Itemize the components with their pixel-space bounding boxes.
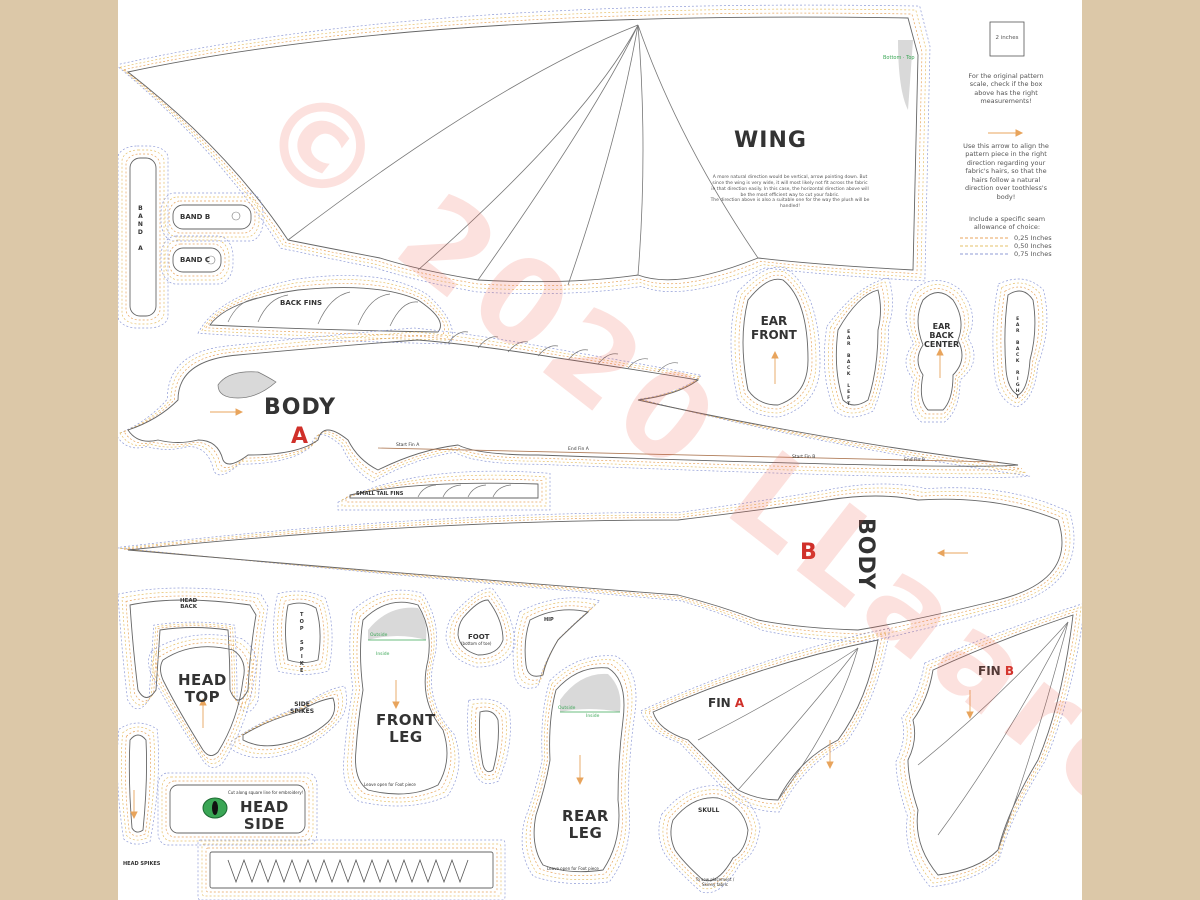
band-b-piece — [172, 204, 252, 230]
body-a-piece — [118, 328, 1030, 482]
end-fin-a-label: End Fin A — [568, 447, 589, 452]
head-back-label: HEAD BACK — [180, 598, 198, 611]
body-b-piece — [118, 484, 1074, 642]
head-side-note: Cut along square line for embroidery! — [228, 790, 304, 795]
fin-b-letter: B — [1004, 664, 1015, 678]
fin-b-word: FIN — [978, 664, 1001, 678]
rear-leg-outside-label: Outside — [558, 706, 576, 711]
body-a-letter: A — [291, 424, 310, 449]
start-fin-a-label: Start Fin A — [396, 443, 420, 448]
seam-option-large: 0,75 Inches — [1014, 250, 1052, 258]
scale-note: For the original pattern scale, check if… — [968, 72, 1044, 106]
band-a-label: BAND A — [136, 205, 144, 253]
skull-piece — [670, 797, 749, 882]
start-fin-b-label: Start Fin B — [792, 455, 816, 460]
seam-option-mid: 0,50 Inches — [1014, 242, 1052, 250]
head-top-piece — [160, 646, 245, 756]
foot-label: FOOT — [468, 633, 490, 641]
small-spike-piece — [478, 710, 499, 773]
rear-leg-note: Leave open for Foot piece — [547, 866, 599, 871]
head-spikes-piece — [128, 734, 148, 833]
head-top-label: HEAD TOP — [178, 671, 227, 707]
grain-arrows — [130, 347, 974, 820]
pattern-artwork — [118, 0, 1082, 900]
small-tail-fins-label: SMALL TAIL FINS — [356, 491, 404, 497]
band-a-piece — [129, 157, 157, 317]
wing-note-1: A more natural direction would be vertic… — [711, 175, 869, 198]
ear-back-right-label: EAR BACK RIGHT — [1015, 317, 1021, 401]
ear-front-piece — [742, 278, 809, 406]
end-fin-b-label: End Fin B — [904, 458, 925, 463]
small-tail-fins-piece — [338, 471, 550, 510]
top-spike-piece — [285, 602, 321, 663]
side-spikes-piece — [242, 697, 336, 747]
back-fins-label: BACK FINS — [280, 299, 323, 307]
ear-back-left-label: EAR BACK LEFT — [846, 330, 852, 408]
seam-option-small: 0,25 Inches — [1014, 234, 1052, 242]
fin-a-piece — [641, 628, 890, 812]
foot-piece — [457, 599, 504, 656]
wing-piece — [118, 5, 930, 294]
head-spikes-label: HEAD SPIKES — [123, 861, 161, 867]
band-b-label: BAND B — [180, 213, 211, 221]
wing-note-2: The direction above is also a suitable o… — [710, 198, 870, 209]
pattern-sheet: WING A more natural direction would be v… — [118, 0, 1082, 900]
head-side-piece — [158, 773, 317, 845]
fin-b-piece — [896, 603, 1082, 887]
foot-sub-label: (bottom of toe) — [461, 641, 492, 646]
ear-front-label: EAR FRONT — [751, 314, 797, 342]
body-b-letter: B — [800, 540, 818, 565]
direction-arrow-icon — [988, 129, 1024, 137]
front-leg-outside-label: Outside — [370, 633, 388, 638]
body-a-label: BODY — [264, 395, 337, 420]
hip-piece — [524, 609, 589, 677]
rear-leg-inside-label: Inside — [586, 714, 600, 719]
wing-label: WING — [734, 128, 807, 153]
ear-back-center-label: EAR BACK CENTER — [924, 322, 960, 350]
head-back-piece — [118, 588, 268, 712]
head-side-label: HEAD SIDE — [240, 798, 289, 834]
rear-leg-label: REAR LEG — [562, 807, 609, 843]
seam-legend-lines — [960, 237, 1010, 255]
scale-box — [989, 21, 1025, 57]
fin-a-word: FIN — [708, 696, 731, 710]
front-leg-inside-label: Inside — [376, 652, 390, 657]
body-b-label: BODY — [853, 518, 878, 591]
fin-b-label: FIN B — [978, 664, 1015, 679]
ear-back-left-piece — [835, 289, 881, 406]
fin-a-label: FIN A — [708, 696, 745, 711]
seam-title: Include a specific seam allowance of cho… — [968, 215, 1046, 232]
fin-a-letter: A — [734, 696, 745, 710]
skull-label: SKULL — [698, 807, 720, 814]
band-c-label: BAND C — [180, 256, 210, 264]
front-leg-label: FRONT LEG — [376, 711, 436, 747]
arrow-note: Use this arrow to align the pattern piec… — [963, 142, 1049, 201]
front-leg-note: Leave open for Foot piece — [364, 782, 416, 787]
hip-label: HIP — [544, 617, 554, 623]
top-spike-label: TOP SPIKE — [298, 612, 305, 675]
zigzag-strip-piece — [198, 840, 505, 900]
front-leg-piece — [344, 590, 460, 806]
back-fins-piece — [198, 276, 453, 344]
scale-box-label: 2 inches — [995, 35, 1019, 41]
skull-note: To sew placement / Skinny fabric — [695, 877, 735, 887]
side-spikes-label: SIDE SPIKES — [290, 701, 315, 715]
ear-back-center-piece — [917, 292, 963, 411]
rear-leg-piece — [522, 656, 636, 884]
ear-back-right-piece — [1004, 290, 1036, 396]
bottom-top-label: Bottom · Top — [883, 55, 915, 61]
band-c-piece — [172, 247, 222, 273]
